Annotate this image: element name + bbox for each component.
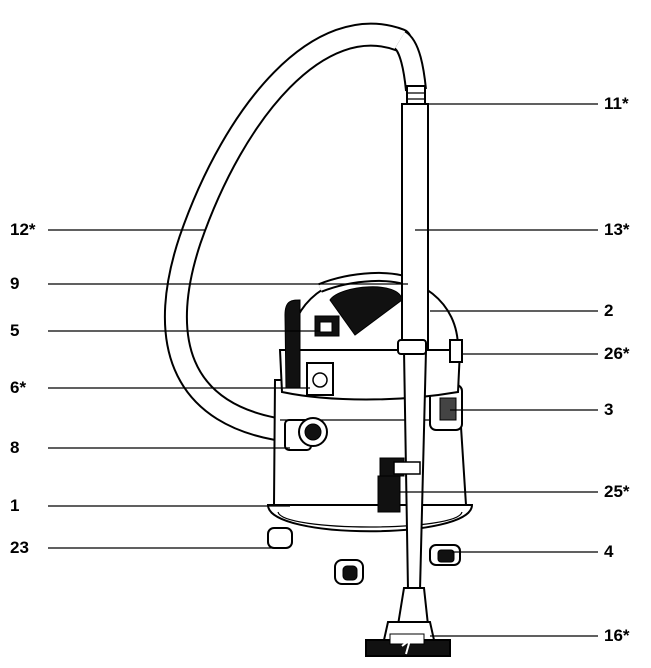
label-13: 13* bbox=[604, 220, 630, 239]
label-3: 3 bbox=[604, 400, 614, 419]
floor-nozzle bbox=[365, 587, 451, 657]
label-16: 16* bbox=[604, 626, 630, 645]
label-5: 5 bbox=[10, 321, 20, 340]
label-26: 26* bbox=[604, 344, 630, 363]
castors bbox=[267, 527, 461, 585]
label-8: 8 bbox=[10, 438, 20, 457]
switch bbox=[314, 315, 340, 337]
socket bbox=[306, 362, 334, 396]
handle-joint-11 bbox=[406, 85, 426, 105]
leader-lines bbox=[48, 103, 598, 637]
castor-left bbox=[267, 527, 293, 549]
hose bbox=[163, 22, 427, 444]
label-11: 11* bbox=[604, 94, 629, 113]
tube-holder bbox=[377, 457, 421, 513]
accessory-holder bbox=[449, 339, 463, 363]
label-2: 2 bbox=[604, 301, 614, 320]
label-6: 6* bbox=[10, 378, 27, 397]
label-12: 12* bbox=[10, 220, 36, 239]
label-4: 4 bbox=[604, 542, 614, 561]
label-1: 1 bbox=[10, 496, 20, 515]
hose-inlet bbox=[284, 417, 328, 451]
suction-tube bbox=[397, 103, 429, 591]
label-9: 9 bbox=[10, 274, 20, 293]
label-23: 23 bbox=[10, 538, 29, 557]
label-25: 25* bbox=[604, 482, 630, 501]
